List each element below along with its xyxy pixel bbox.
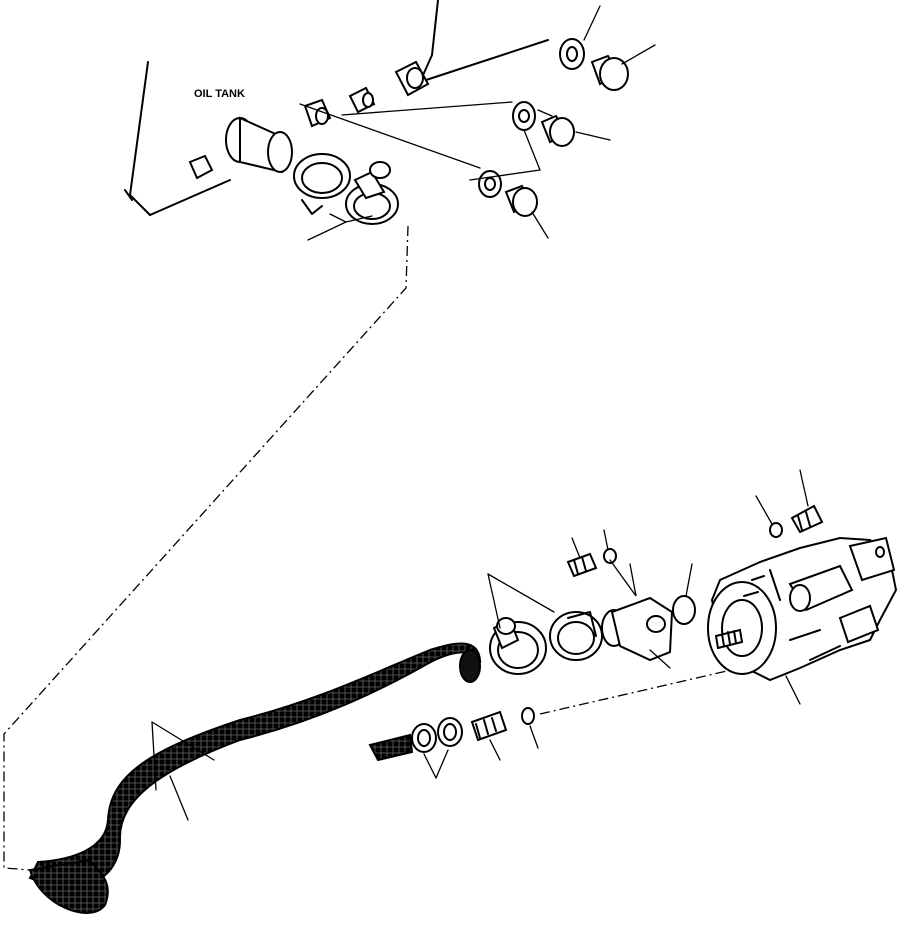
flange-o-ring (672, 595, 696, 625)
leader-lines-top (299, 5, 656, 241)
tank-port-fitting-2 (303, 98, 332, 128)
oil-tank-outline (124, 0, 549, 216)
pump-hose-clamp-1 (489, 617, 547, 675)
pump-mount-washer (769, 522, 783, 538)
pump-drain-centerline (539, 667, 741, 715)
hose-leader-lines (151, 721, 215, 821)
drain-plug-middle (540, 114, 575, 147)
pump-upper-leaders (487, 529, 693, 669)
flange-bolt (566, 552, 598, 578)
tank-port-fitting-4 (394, 60, 430, 97)
plug-washer-lower (478, 170, 502, 198)
oil-tank-label: OIL TANK (194, 88, 245, 100)
tank-suction-pipe (225, 116, 293, 174)
small-clamp-2 (437, 717, 463, 747)
suction-hose (28, 642, 482, 914)
connection-centerline (3, 225, 409, 871)
pump-leaders (755, 469, 809, 705)
tank-port-fitting-1 (188, 154, 214, 180)
suction-elbow-flange (601, 596, 674, 662)
hydraulic-pump (707, 536, 898, 682)
plug-washer-top (559, 38, 585, 70)
hose-clamp-upper-1 (293, 153, 351, 215)
small-clamp-1 (411, 723, 437, 753)
pump-hose-clamp-2 (549, 611, 603, 661)
hose-nipple (470, 710, 508, 742)
drain-plug-top (590, 54, 629, 91)
pump-mount-bolt (790, 504, 824, 534)
drain-plug-lower (504, 184, 538, 217)
plug-washer-middle (512, 101, 536, 131)
small-fittings-leaders (423, 725, 539, 779)
small-o-ring (521, 707, 535, 725)
tank-port-fitting-3 (348, 86, 376, 114)
flange-washer (603, 548, 617, 564)
hose-clamp-upper-2 (345, 161, 399, 225)
